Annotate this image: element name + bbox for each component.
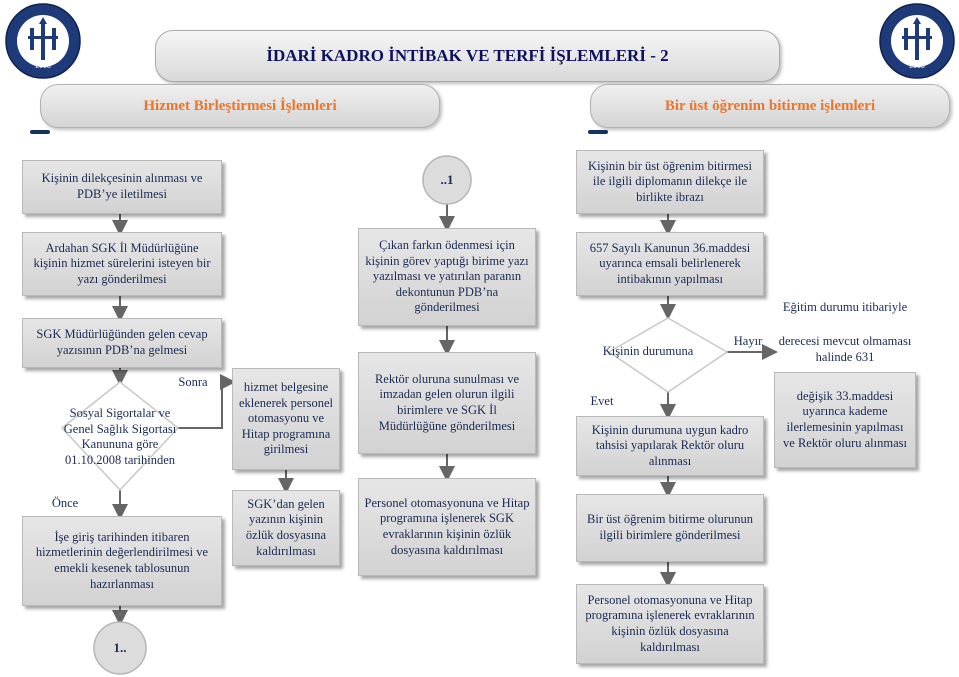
col4-step-archive: Personel otomasyonuna ve Hitap programın… (576, 584, 764, 664)
university-logo-right: 2008 (878, 2, 956, 80)
col4-step-diploma: Kişinin bir üst öğrenim bitirmesi ile il… (576, 150, 764, 214)
col1-step-sgk-request: Ardahan SGK İl Müdürlüğüne kişinin hizme… (22, 232, 222, 296)
col5-step-article33: değişik 33.maddesi uyarınca kademe ilerl… (774, 372, 916, 468)
decorative-tick-right (588, 130, 608, 134)
col1-page-connector: 1.. (113, 640, 127, 655)
col3-step-archive: Personel otomasyonuna ve Hitap programın… (358, 478, 536, 576)
col2-step-hitap-entry: hizmet belgesine eklenerek personel otom… (232, 368, 340, 470)
right-section-header: Bir üst öğrenim bitirme işlemleri (590, 84, 950, 128)
col5-text-degree: derecesi mevcut olmaması halinde 631 (778, 334, 912, 364)
logo-year-left: 2008 (35, 63, 51, 70)
col1-step-petition: Kişinin dilekçesinin alınması ve PDB’ye … (22, 160, 222, 214)
col3-page-connector: ..1 (440, 172, 454, 187)
col4-decision-diamond-text: Kişinin durumuna (602, 344, 694, 358)
col1-decision-diamond-text: Sosyal Sigortalar ve Genel Sağlık Sigort… (63, 406, 177, 467)
col2-step-archive-sgk-letter: SGK’dan gelen yazının kişinin özlük dosy… (232, 490, 340, 566)
col4-label-hayir: Hayır (733, 334, 763, 348)
col3-step-payment: Çıkan farkın ödenmesi için kişinin görev… (358, 228, 536, 326)
university-logo-left: 2008 (4, 2, 82, 80)
col3-step-rector-approval: Rektör oluruna sunulması ve imzadan gele… (358, 352, 536, 454)
col1-step-service-evaluation: İşe giriş tarihinden itibaren hizmetleri… (22, 516, 222, 606)
col1-label-once: Önce (51, 496, 79, 510)
left-section-header: Hizmet Birleştirmesi İşlemleri (40, 84, 440, 128)
col4-step-send-approval: Bir üst öğrenim bitirme olurunun ilgili … (576, 494, 764, 562)
decorative-tick-left (30, 130, 50, 134)
col5-text-education: Eğitim durumu itibariyle (782, 300, 908, 314)
col1-label-sonra: Sonra (178, 375, 208, 389)
col4-label-evet: Evet (590, 394, 614, 408)
col4-step-cadre-allocation: Kişinin durumuna uygun kadro tahsisi yap… (576, 416, 764, 476)
logo-year-right: 2008 (909, 63, 925, 70)
col4-step-657-article36: 657 Sayılı Kanunun 36.maddesi uyarınca e… (576, 232, 764, 296)
page-title: İDARİ KADRO İNTİBAK VE TERFİ İŞLEMLERİ -… (155, 30, 780, 82)
col1-step-sgk-reply: SGK Müdürlüğünden gelen cevap yazısının … (22, 318, 222, 368)
